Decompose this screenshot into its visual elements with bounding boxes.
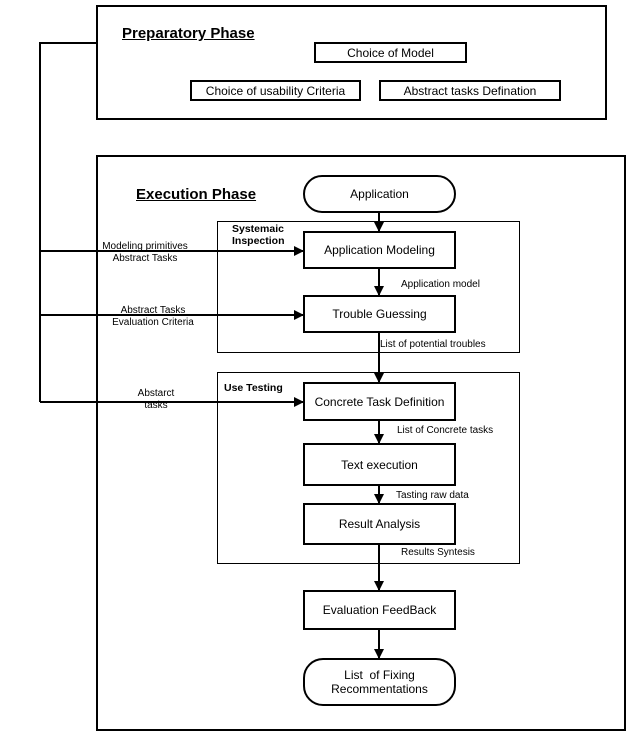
results-synthesis-label: Results Syntesis [401,547,475,558]
potential-troubles-label: List of potential troubles [380,339,486,350]
systematic-inspection-label: Systemaic Inspection [232,223,285,247]
trouble-guessing-box: Trouble Guessing [303,295,456,333]
choice-of-criteria-box: Choice of usability Criteria [190,80,361,101]
choice-of-model-box: Choice of Model [314,42,467,63]
execution-phase-title: Execution Phase [136,186,257,203]
raw-data-label: Tasting raw data [396,490,469,501]
execution-phase-frame [96,155,626,731]
preparatory-phase-title: Preparatory Phase [122,25,255,42]
modeling-inputs-label: Modeling primitives Abstract Tasks [102,241,188,264]
application-start-node: Application [303,175,456,213]
use-testing-label: Use Testing [224,382,283,394]
text-execution-box: Text execution [303,443,456,486]
abstract-tasks-definition-box: Abstract tasks Defination [379,80,561,101]
concrete-tasks-label: List of Concrete tasks [397,425,494,436]
application-modeling-box: Application Modeling [303,231,456,269]
use-testing-group [217,372,520,564]
concrete-task-definition-box: Concrete Task Definition [303,382,456,421]
application-model-label: Application model [401,279,480,290]
result-analysis-box: Result Analysis [303,503,456,545]
guessing-inputs-label: Abstract Tasks Evaluation Criteria [112,305,194,328]
fixing-recommendations-end-node: List of Fixing Recommentations [303,658,456,706]
preparatory-phase-frame [96,5,607,120]
prep-feedback-line [39,42,97,402]
systematic-inspection-group [217,221,520,353]
testing-inputs-label: Abstarct tasks [137,388,175,411]
evaluation-feedback-box: Evaluation FeedBack [303,590,456,630]
